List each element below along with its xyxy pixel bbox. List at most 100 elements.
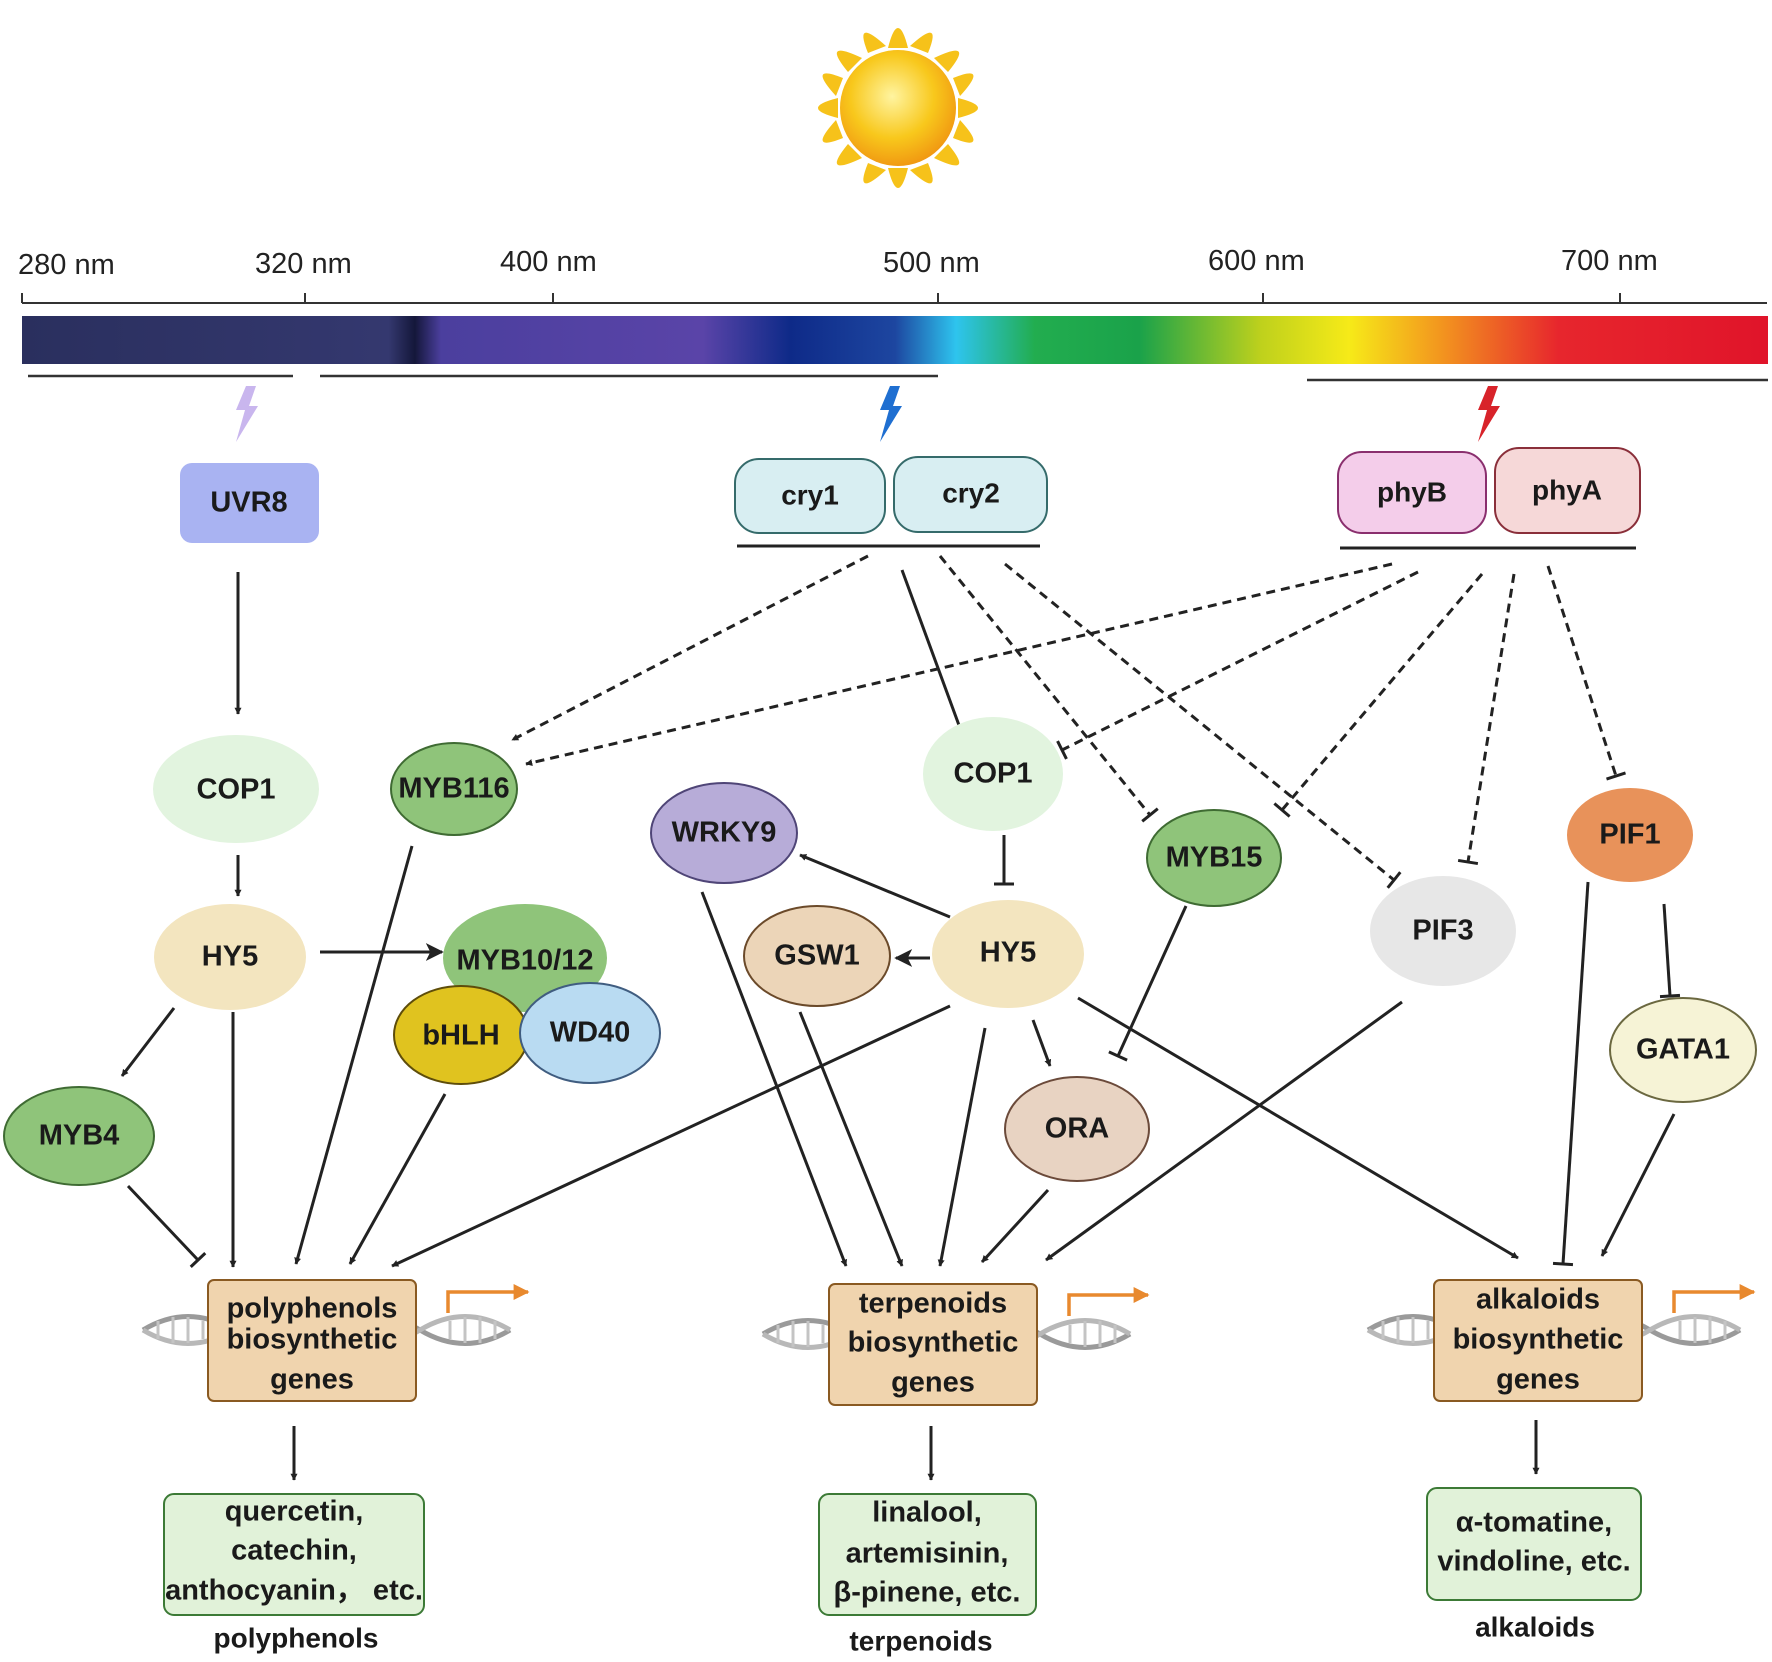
edge-ora-terpenoids <box>980 1188 1050 1264</box>
edge-gsw1-terpenoids <box>798 1011 904 1267</box>
tss-arrow-polyphenols-icon <box>446 1284 530 1313</box>
edge-phy-myb15 <box>1273 573 1484 818</box>
ora-label: ORA <box>1045 1113 1110 1145</box>
light-spectrum-bar <box>22 316 1768 364</box>
myb4-node: MYB4 <box>3 1086 155 1186</box>
myb116-label: MYB116 <box>398 773 509 805</box>
terpenoids-genes-box: terpenoids biosynthetic genes <box>828 1283 1038 1406</box>
edge-pif1-gata1 <box>1659 903 1681 999</box>
edge-phy-cop1 <box>1056 570 1419 760</box>
bhlh-node: bHLH <box>393 985 529 1085</box>
tss-arrow-alkaloids-icon <box>1672 1284 1756 1313</box>
alkaloids-product-2: vindoline, etc. <box>1437 1546 1630 1578</box>
polyphenols-genes-box: polyphenols biosynthetic genes <box>207 1279 417 1402</box>
terpenoids-products-box: linalool, artemisinin, β-pinene, etc. <box>818 1493 1037 1616</box>
myb15-label: MYB15 <box>1166 842 1263 874</box>
edge-cry-myb15 <box>938 555 1159 823</box>
polyphenols-genes-line3: genes <box>270 1364 354 1396</box>
cop1-node-left: COP1 <box>153 735 319 843</box>
edge-hy5-alkaloids <box>1077 996 1519 1260</box>
polyphenols-products-box: quercetin, catechin, anthocyanin， etc. <box>163 1493 425 1616</box>
tick-label-600: 600 nm <box>1208 245 1305 277</box>
alkaloids-genes-line1: alkaloids <box>1476 1284 1600 1316</box>
wavelength-axis: 280 nm 320 nm 400 nm 500 nm 600 nm 700 n… <box>18 245 1767 304</box>
edge-pif3-terpenoids <box>1045 1000 1403 1262</box>
terpenoids-product-3: β-pinene, etc. <box>834 1577 1021 1609</box>
polyphenols-product-2: catechin, <box>231 1535 357 1567</box>
cry2-label: cry2 <box>942 477 1000 508</box>
edge-gata1-alkaloids <box>1600 1113 1676 1257</box>
edge-hy5-center-polyphenols <box>391 1004 951 1268</box>
sun-icon <box>818 28 978 188</box>
gsw1-label: GSW1 <box>774 940 859 972</box>
myb15-node: MYB15 <box>1146 809 1282 907</box>
edge-mbw-polyphenols <box>348 1093 447 1265</box>
edge-hy5-ora <box>1031 1019 1052 1067</box>
alkaloids-class-label: alkaloids <box>1475 1611 1595 1642</box>
edge-phy-pif3 <box>1457 573 1516 866</box>
uvr8-receptor: UVR8 <box>180 463 319 543</box>
edge-myb4-polyphenols <box>126 1184 207 1268</box>
wrky9-node: WRKY9 <box>650 782 798 884</box>
hy5-node-left: HY5 <box>154 904 306 1010</box>
gsw1-node: GSW1 <box>743 905 891 1007</box>
terpenoids-genes-line1: terpenoids <box>859 1288 1007 1320</box>
red-light-bolt-icon <box>1478 386 1500 442</box>
alkaloids-genes-line2: biosynthetic <box>1453 1324 1624 1356</box>
tick-label-280: 280 nm <box>18 249 115 281</box>
tick-label-400: 400 nm <box>500 246 597 278</box>
cry2-receptor: cry2 <box>893 456 1048 533</box>
hy5-center-label: HY5 <box>980 937 1036 969</box>
edge-cry-cop1 <box>900 569 970 733</box>
polyphenols-product-3: anthocyanin， etc. <box>165 1575 423 1607</box>
terpenoids-product-1: linalool, <box>872 1497 982 1529</box>
phyB-label: phyB <box>1377 476 1447 507</box>
edge-pif1-alkaloids <box>1552 881 1590 1267</box>
polyphenols-genes-line2: biosynthetic <box>227 1324 398 1356</box>
tick-label-700: 700 nm <box>1561 245 1658 277</box>
alkaloids-products-box: α-tomatine, vindoline, etc. <box>1426 1487 1642 1601</box>
phyA-receptor: phyA <box>1494 447 1641 534</box>
uv-light-bolt-icon <box>236 386 258 442</box>
terpenoids-product-2: artemisinin, <box>846 1538 1009 1570</box>
myb10-12-label: MYB10/12 <box>456 945 593 977</box>
pif3-node: PIF3 <box>1370 876 1516 986</box>
edge-phy-pif1 <box>1546 565 1626 781</box>
edge-cry-myb116 <box>511 554 869 742</box>
polyphenols-genes-line1: polyphenols <box>227 1293 398 1325</box>
edge-myb15-ora <box>1108 905 1188 1062</box>
wrky9-label: WRKY9 <box>672 817 777 849</box>
tick-label-320: 320 nm <box>255 248 352 280</box>
edge-cry-pif3 <box>1004 562 1402 889</box>
wd40-node: WD40 <box>519 982 661 1084</box>
tss-arrow-terpenoids-icon <box>1067 1287 1150 1316</box>
edge-hy5-myb4 <box>120 1007 176 1077</box>
myb116-node: MYB116 <box>390 742 518 836</box>
blue-light-bolt-icon <box>880 386 902 442</box>
phyA-label: phyA <box>1532 474 1602 505</box>
hy5-left-label: HY5 <box>202 941 258 973</box>
ora-node: ORA <box>1004 1076 1150 1182</box>
edge-wrky9-terpenoids <box>700 891 848 1267</box>
alkaloids-genes-line3: genes <box>1496 1364 1580 1396</box>
alkaloids-genes-box: alkaloids biosynthetic genes <box>1433 1279 1643 1402</box>
polyphenols-class-label: polyphenols <box>214 1622 379 1653</box>
tick-label-500: 500 nm <box>883 247 980 279</box>
cry1-label: cry1 <box>781 479 839 510</box>
pif1-label: PIF1 <box>1599 819 1660 851</box>
edge-phy-myb116 <box>525 562 1393 766</box>
edge-myb116-polyphenols <box>294 845 414 1265</box>
gata1-node: GATA1 <box>1609 997 1757 1103</box>
terpenoids-genes-line3: genes <box>891 1367 975 1399</box>
pif1-node: PIF1 <box>1567 788 1693 882</box>
cop1-node-center: COP1 <box>923 717 1063 831</box>
myb4-label: MYB4 <box>39 1120 120 1152</box>
alkaloids-product-1: α-tomatine, <box>1456 1507 1612 1539</box>
pif3-label: PIF3 <box>1412 915 1473 947</box>
hy5-node-center: HY5 <box>932 900 1084 1008</box>
uvr8-label: UVR8 <box>210 487 287 519</box>
wd40-label: WD40 <box>550 1017 631 1049</box>
phyB-receptor: phyB <box>1337 451 1487 534</box>
bhlh-label: bHLH <box>422 1020 499 1052</box>
edge-hy5-terpenoids <box>937 1027 987 1267</box>
